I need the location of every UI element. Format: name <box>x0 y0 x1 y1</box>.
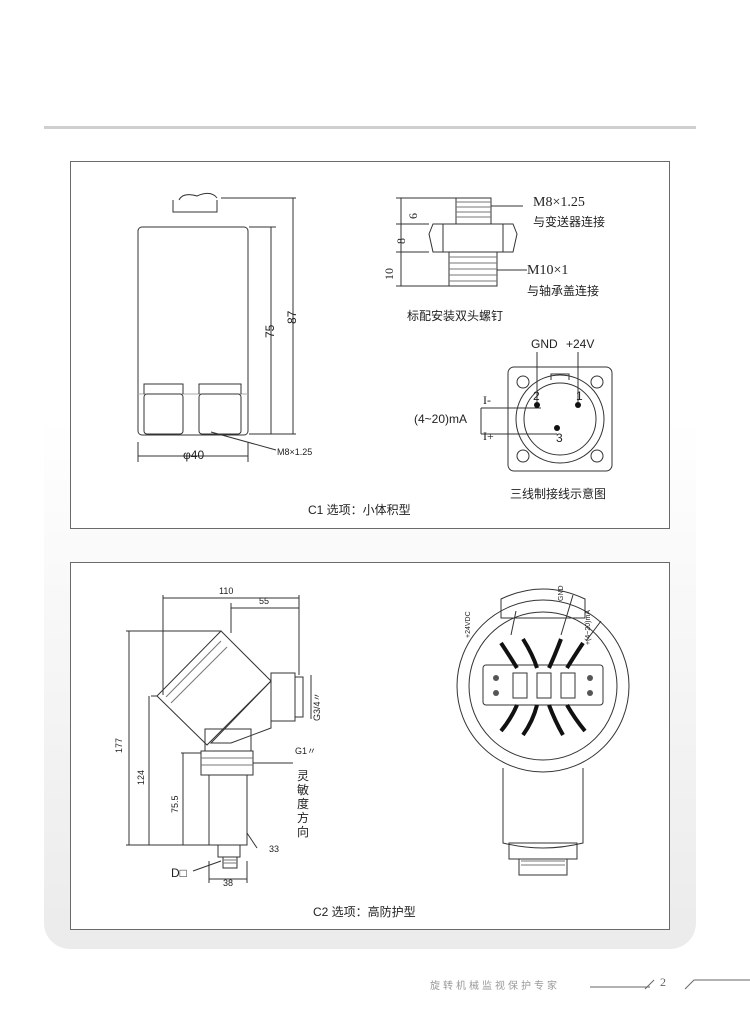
footer-slogan: 旋转机械监视保护专家 <box>430 981 560 992</box>
dim-stud-6: 6 <box>406 213 420 219</box>
connector-pin1: 1 <box>576 389 583 403</box>
dim-33: 33 <box>269 844 280 854</box>
dim-g1: G1〃 <box>295 746 317 756</box>
thread-m8-label: M8×1.25 <box>533 195 585 210</box>
top-divider <box>44 126 696 129</box>
dim-110: 110 <box>219 586 234 596</box>
terminal-24vdc: +24VDC <box>465 611 472 638</box>
sensitivity-direction: 灵 敏 度 方 向 <box>297 769 311 839</box>
thread-m10-label: M10×1 <box>527 263 569 278</box>
thread-m8-note: 与变送器连接 <box>533 215 606 229</box>
sensitivity-char: 向 <box>297 825 310 839</box>
dim-124: 124 <box>136 769 146 785</box>
sensitivity-char: 灵 <box>297 769 310 783</box>
terminal-current: +(4~20)mA <box>585 609 592 645</box>
sensitivity-char: 方 <box>297 811 310 825</box>
dim-thread-small: M8×1.25 <box>277 447 313 457</box>
dim-38: 38 <box>223 878 234 888</box>
dim-stud-10: 10 <box>382 268 396 280</box>
dim-75-5: 75.5 <box>170 795 180 813</box>
panel-c1-drawing <box>137 192 613 472</box>
sensitivity-char: 度 <box>297 797 310 811</box>
terminal-gnd: GND <box>558 585 565 601</box>
dim-height-87: 87 <box>285 310 299 324</box>
connector-current: (4~20)mA <box>414 412 468 426</box>
dim-177: 177 <box>114 737 124 753</box>
panel-c2-caption: C2 选项：高防护型 <box>313 905 416 919</box>
panel-c2-drawing <box>126 588 630 883</box>
panel-c1-small-type: φ40 M8×1.25 75 87 6 8 10 M8×1.25 与变送器连接 … <box>70 161 670 529</box>
connector-pin3: 3 <box>556 431 563 445</box>
dim-diameter: φ40 <box>183 448 205 462</box>
connector-24v: +24V <box>566 337 595 351</box>
connector-pin2: 2 <box>533 389 540 403</box>
stud-caption: 标配安装双头螺钉 <box>407 309 504 323</box>
panel-c2-high-protection: 110 55 177 124 75.5 G3/4〃 G1〃 33 38 D□ 灵… <box>70 562 670 930</box>
dim-d-box: D□ <box>171 866 187 880</box>
dim-stud-8: 8 <box>394 238 408 244</box>
dim-g3-4: G3/4〃 <box>312 692 322 721</box>
connector-i-minus: I- <box>483 393 491 407</box>
dim-height-75: 75 <box>263 324 277 338</box>
sensitivity-char: 敏 <box>297 783 310 797</box>
thread-m10-note: 与轴承盖连接 <box>527 284 600 298</box>
connector-caption: 三线制接线示意图 <box>510 487 607 501</box>
connector-i-plus: I+ <box>483 429 494 443</box>
panel-c1-caption: C1 选项：小体积型 <box>308 503 411 517</box>
dim-55: 55 <box>259 596 270 606</box>
footer-decoration <box>590 979 750 990</box>
page-number: 2 <box>660 975 666 989</box>
connector-gnd: GND <box>531 337 558 351</box>
